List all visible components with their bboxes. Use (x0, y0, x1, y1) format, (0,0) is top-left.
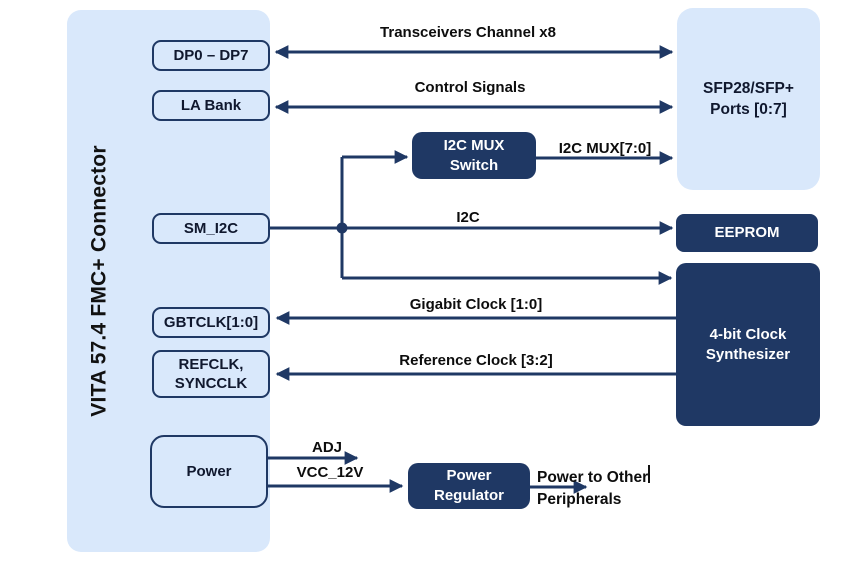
sfp-ports-block: SFP28/SFP+ Ports [0:7] (677, 8, 820, 190)
block-sm-i2c: SM_I2C (152, 213, 270, 244)
label-power-to-other-peripherals: Power to Other Peripherals (537, 469, 649, 508)
label-control-signals: Control Signals (414, 79, 526, 96)
block-power: Power (150, 435, 268, 508)
block-clock-synthesizer: 4-bit Clock Synthesizer (676, 263, 820, 426)
block-eeprom: EEPROM (676, 214, 818, 252)
block-dp0-dp7: DP0 – DP7 (152, 40, 270, 71)
block-refclk-syncclk: REFCLK, SYNCCLK (152, 350, 270, 398)
sfp-ports-label: SFP28/SFP+ Ports [0:7] (703, 80, 794, 118)
label-i2c: I2C (456, 209, 480, 226)
fmc-connector-title: VITA 57.4 FMC+ Connector (88, 145, 111, 417)
block-la-bank: LA Bank (152, 90, 270, 121)
junction-dot (336, 222, 348, 234)
block-gbtclk: GBTCLK[1:0] (152, 307, 270, 338)
label-adj: ADJ (311, 439, 342, 456)
label-transceivers-channel: Transceivers Channel x8 (380, 24, 556, 41)
label-vcc-12v: VCC_12V (296, 464, 364, 481)
block-i2c-mux-switch: I2C MUX Switch (412, 132, 536, 179)
text-cursor (648, 465, 650, 483)
label-reference-clock: Reference Clock [3:2] (399, 352, 553, 369)
label-i2c-mux-bus: I2C MUX[7:0] (558, 140, 652, 157)
fmc-connector-title-wrap: VITA 57.4 FMC+ Connector (67, 10, 133, 552)
block-power-regulator: Power Regulator (408, 463, 530, 509)
label-gigabit-clock: Gigabit Clock [1:0] (409, 296, 543, 313)
